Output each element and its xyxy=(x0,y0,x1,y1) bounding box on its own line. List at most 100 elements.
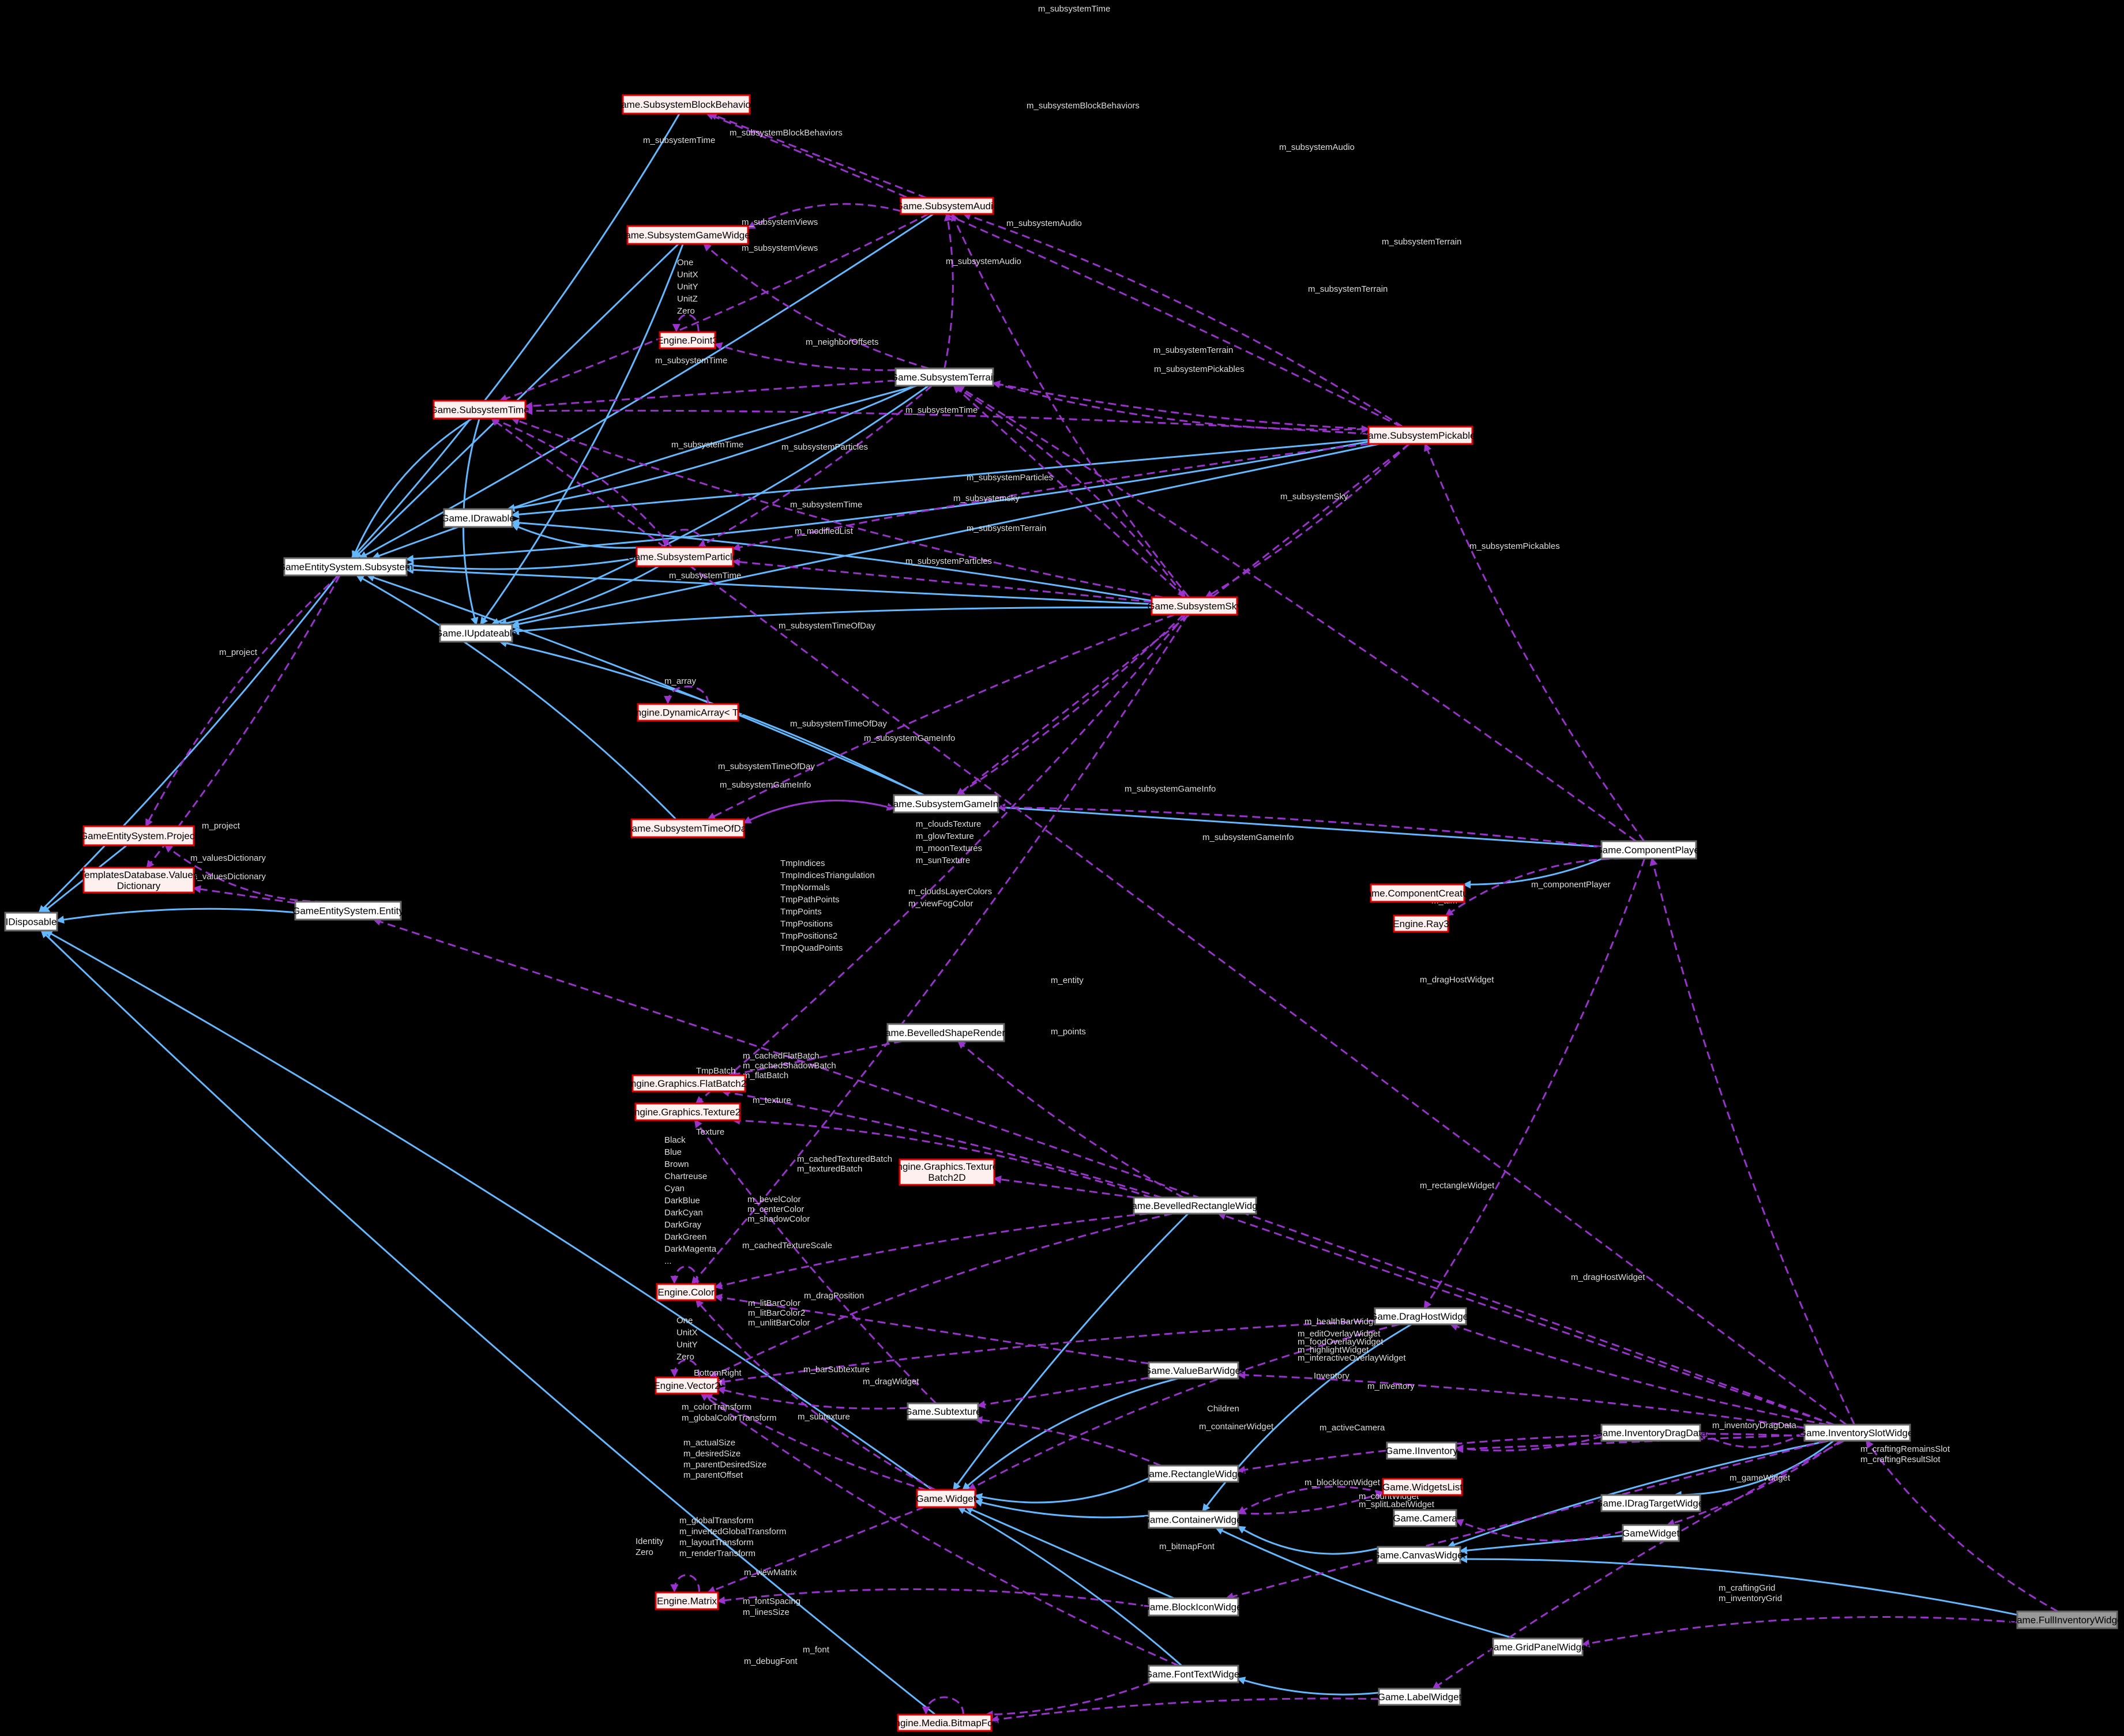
class-node-vector2[interactable]: Engine.Vector2 xyxy=(653,1376,720,1395)
class-node-subsystem[interactable]: GameEntitySystem.Subsystem xyxy=(278,557,413,577)
member-label: m_cloudsTexture xyxy=(916,819,981,829)
class-node-point3[interactable]: Engine.Point3 xyxy=(657,331,718,349)
node-label: Game.SubsystemBlockBehaviors xyxy=(614,99,759,110)
class-node-gameinfo[interactable]: Game.SubsystemGameInfo xyxy=(886,794,1007,814)
edge-label: m_globalTransform xyxy=(679,1516,754,1526)
class-node-compplayer[interactable]: Game.ComponentPlayer xyxy=(1595,840,1703,860)
node-box xyxy=(1148,1361,1239,1380)
class-node-bitmapfont[interactable]: Engine.Media.BitmapFont xyxy=(888,1714,1001,1732)
node-label: Engine.Graphics.FlatBatch2D xyxy=(625,1078,754,1089)
node-label: Engine.Graphics.Textured xyxy=(890,1161,1003,1172)
node-label: Game.ContainerWidget xyxy=(1142,1515,1245,1526)
inheritance-edge xyxy=(44,929,933,1491)
usage-edge xyxy=(747,203,901,229)
member-label: UnitZ xyxy=(677,294,698,304)
class-node-idisposable[interactable]: IDisposable xyxy=(4,912,58,932)
class-node-bevshape[interactable]: Game.BevelledShapeRenderer xyxy=(878,1023,1014,1042)
usage-edge xyxy=(1225,1440,1827,1601)
class-node-pickables[interactable]: Game.SubsystemPickables xyxy=(1360,425,1480,445)
node-box xyxy=(655,1591,719,1610)
class-node-time[interactable]: Game.SubsystemTime xyxy=(430,400,529,420)
inheritance-edge xyxy=(1463,857,1603,889)
class-node-color[interactable]: Engine.Color xyxy=(656,1283,716,1301)
class-node-widgetslist[interactable]: Game.WidgetsList xyxy=(1382,1478,1463,1496)
class-node-invdragdata[interactable]: Game.InventoryDragData xyxy=(1595,1424,1707,1442)
class-node-fonttext[interactable]: Game.FontTextWidget xyxy=(1145,1665,1242,1684)
class-node-widget[interactable]: Game.Widget xyxy=(916,1489,976,1508)
edge-label: m_editOverlayWidget xyxy=(1298,1329,1381,1339)
class-node-matrix[interactable]: Engine.Matrix xyxy=(655,1591,719,1610)
node-label: Game.DragHostWidget xyxy=(1370,1311,1471,1322)
class-node-entity[interactable]: GameEntitySystem.Entity xyxy=(292,901,404,921)
edge-label: m_subsystemTime xyxy=(790,500,862,510)
class-node-container[interactable]: Game.ContainerWidget xyxy=(1142,1510,1245,1529)
class-node-idrawable[interactable]: Game.IDrawable xyxy=(441,508,515,528)
usage-edge xyxy=(705,112,1402,428)
member-label: m_glowTexture xyxy=(916,831,974,841)
node-box xyxy=(631,1074,746,1093)
class-node-subtexture[interactable]: Game.Subtexture xyxy=(904,1402,982,1421)
class-node-iupdateable[interactable]: Game.IUpdateable xyxy=(435,623,517,643)
edge-label: m_viewMatrix xyxy=(744,1568,797,1577)
edge-label: m_cachedShadowBatch xyxy=(743,1061,836,1071)
node-label: Game.GridPanelWidget xyxy=(1486,1642,1590,1653)
edge-label: m_subsystemParticles xyxy=(905,556,992,566)
class-node-idragtarget[interactable]: Game.IDragTargetWidget xyxy=(1595,1494,1706,1512)
class-node-canvas[interactable]: Game.CanvasWidget xyxy=(1373,1546,1466,1564)
edge-label: m_font xyxy=(803,1645,830,1655)
edge-label: m_subsystemTerrain xyxy=(1382,237,1461,247)
edge-label: m_activeCamera xyxy=(1319,1423,1385,1433)
class-node-timeofday[interactable]: Game.SubsystemTimeOfDay xyxy=(624,818,751,838)
node-label: Game.ValueBarWidget xyxy=(1144,1365,1243,1376)
usage-edge xyxy=(993,1175,1136,1199)
class-node-particles[interactable]: Game.SubsystemParticles xyxy=(627,546,743,567)
usage-edge xyxy=(974,1416,1161,1467)
edge-label: m_subtexture xyxy=(798,1412,850,1422)
class-node-fullinv[interactable]: Game.FullInventoryWidget xyxy=(2009,1610,2124,1629)
class-node-iinventory[interactable]: Game.IInventory xyxy=(1385,1441,1458,1460)
node-box xyxy=(634,1102,741,1121)
class-node-ray3[interactable]: Engine.Ray3 xyxy=(1393,914,1449,933)
usage-edge xyxy=(702,243,929,370)
class-node-invslot[interactable]: Game.InventorySlotWidget xyxy=(1799,1424,1916,1442)
class-node-dynarray[interactable]: Engine.DynamicArray< T > xyxy=(629,703,747,722)
node-label: Game.InventoryDragData xyxy=(1595,1428,1707,1438)
inheritance-edge xyxy=(480,243,684,626)
class-node-sky[interactable]: Game.SubsystemSky xyxy=(1147,596,1242,616)
class-node-compcreature[interactable]: Game.ComponentCreature xyxy=(1358,883,1477,903)
edge-label: m_subsystemBlockBehaviors xyxy=(730,128,843,138)
edge-label: m_fontSpacing xyxy=(743,1596,800,1606)
class-node-labelwidget[interactable]: Game.LabelWidget xyxy=(1378,1688,1462,1706)
class-node-texture2d[interactable]: Engine.Graphics.Texture2D xyxy=(628,1102,748,1121)
class-node-bevrect[interactable]: Game.BevelledRectangleWidget xyxy=(1124,1196,1266,1215)
node-label: Game.InventorySlotWidget xyxy=(1799,1428,1916,1438)
class-node-draghost[interactable]: Game.DragHostWidget xyxy=(1370,1307,1471,1325)
member-label: DarkMagenta xyxy=(664,1244,717,1254)
edge-label: m_litBarColor xyxy=(748,1298,800,1308)
edge-label: m_globalColorTransform xyxy=(682,1413,777,1423)
class-node-rectwidget[interactable]: Game.RectangleWidget xyxy=(1141,1464,1246,1483)
class-node-blockbeh[interactable]: Game.SubsystemBlockBehaviors xyxy=(614,94,759,115)
class-node-gamewidgets[interactable]: Game.SubsystemGameWidgets xyxy=(618,225,758,245)
edge-label: m_subsystemTimeOfDay xyxy=(718,762,815,771)
class-node-valuebar[interactable]: Game.ValueBarWidget xyxy=(1144,1361,1243,1380)
node-label: GameEntitySystem.Entity xyxy=(292,906,404,917)
class-node-blockicon[interactable]: Game.BlockIconWidget xyxy=(1142,1597,1245,1617)
node-label: Engine.Matrix xyxy=(657,1596,717,1607)
class-node-gamewidget[interactable]: GameWidget xyxy=(1622,1524,1680,1542)
class-node-terrain[interactable]: Game.SubsystemTerrain xyxy=(890,367,998,387)
usage-edge xyxy=(700,1392,1179,1667)
class-node-flatbatch[interactable]: Engine.Graphics.FlatBatch2D xyxy=(625,1074,754,1093)
edge-label: m_componentPlayer xyxy=(1531,880,1611,890)
inheritance-edge xyxy=(405,440,1369,563)
edge-label: m_interactiveOverlayWidget xyxy=(1298,1353,1406,1363)
node-label: Engine.Media.BitmapFont xyxy=(888,1718,1001,1729)
node-box xyxy=(2016,1610,2118,1629)
class-node-gridpanel[interactable]: Game.GridPanelWidget xyxy=(1486,1637,1590,1656)
class-node-project[interactable]: GameEntitySystem.Project xyxy=(80,825,197,846)
node-box xyxy=(82,825,195,846)
class-node-audio[interactable]: Game.SubsystemAudio xyxy=(896,197,999,215)
class-node-camera[interactable]: Game.Camera xyxy=(1393,1509,1457,1527)
